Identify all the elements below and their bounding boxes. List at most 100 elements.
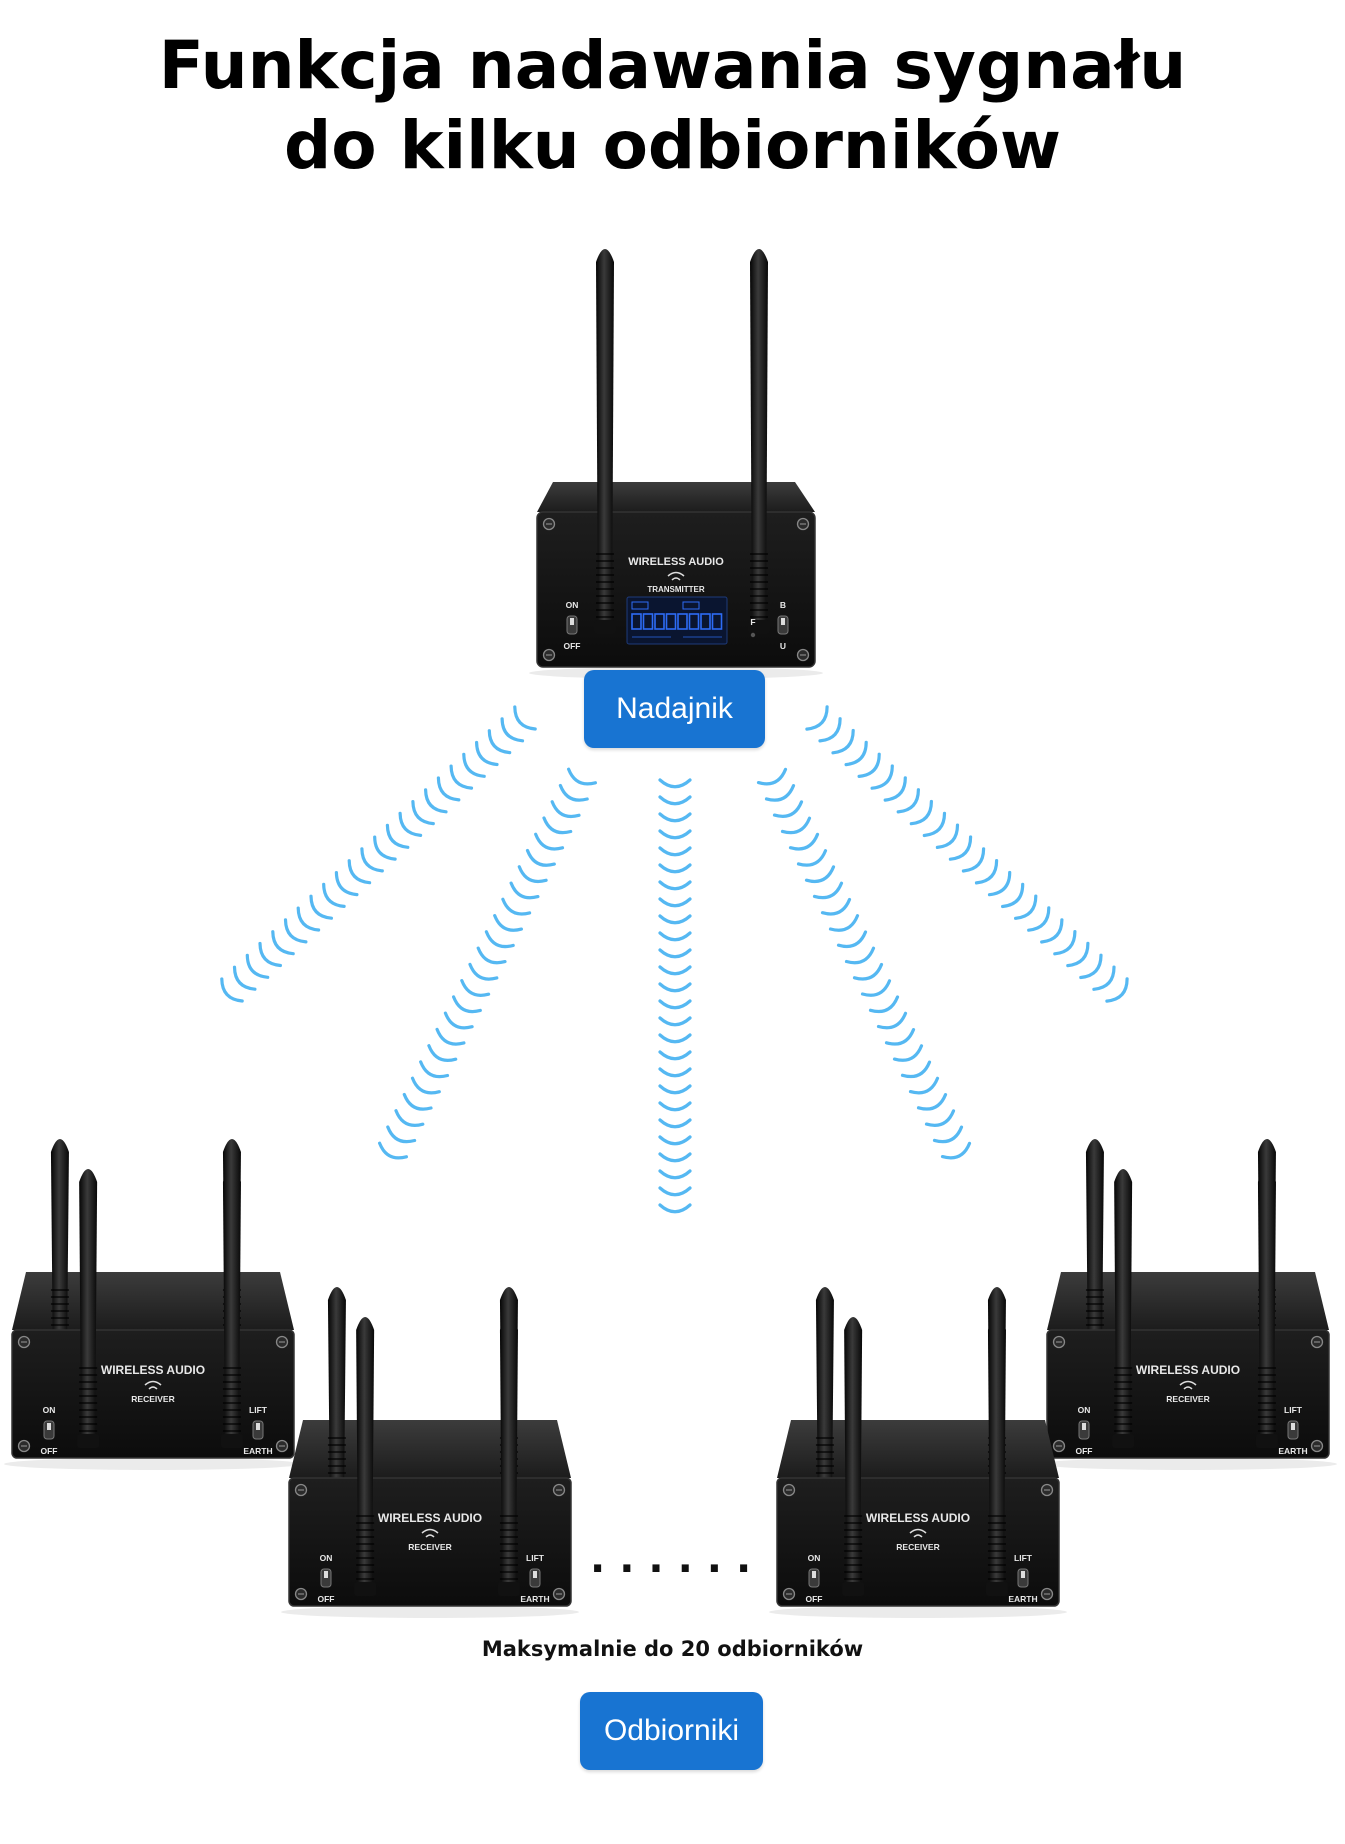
wave-arc xyxy=(1001,882,1025,909)
antenna-base xyxy=(1112,1434,1135,1448)
mode-toggle xyxy=(777,615,789,635)
title-line-1: Funkcja nadawania sygnału xyxy=(158,27,1187,104)
wave-arc xyxy=(322,882,346,908)
wave-arc xyxy=(513,705,537,731)
wave-arc xyxy=(1079,953,1103,980)
wave-to-receiver-1 xyxy=(220,705,537,1003)
wave-arc xyxy=(658,965,692,976)
wave-to-receiver-5 xyxy=(805,705,1129,1003)
wave-arc xyxy=(452,995,482,1014)
wave-arc xyxy=(296,906,321,932)
wave-arc xyxy=(658,829,692,840)
lcd-battery-right xyxy=(682,601,700,610)
wave-arc xyxy=(870,764,894,790)
wave-arc xyxy=(820,897,852,916)
wave-arc xyxy=(884,1028,916,1046)
wave-arc xyxy=(658,1016,692,1027)
transmitter-label: Nadajnik xyxy=(584,670,765,748)
wave-arc xyxy=(796,849,828,867)
antenna-rod xyxy=(1114,1169,1133,1438)
antenna-rod xyxy=(499,1317,518,1586)
wave-arc xyxy=(386,1125,417,1144)
title-line-2: do kilku odbiorników xyxy=(284,107,1061,184)
wave-arc xyxy=(460,979,491,997)
device-brand-text: WIRELESS AUDIO xyxy=(628,556,724,568)
lcd-digit xyxy=(700,613,711,630)
wave-arc xyxy=(658,931,692,942)
antenna-base xyxy=(77,1434,100,1448)
wave-arc xyxy=(658,897,692,908)
receivers-label: Odbiorniki xyxy=(580,1692,763,1770)
wave-arc xyxy=(1053,930,1077,956)
wave-arc xyxy=(1092,965,1116,991)
wave-arc xyxy=(487,729,512,755)
wave-arc xyxy=(828,914,860,932)
device-brand-text: WIRELESS AUDIO xyxy=(1136,1363,1240,1377)
antenna-rod xyxy=(1085,1139,1104,1360)
wave-arc xyxy=(378,1141,408,1160)
wave-arc xyxy=(347,859,372,885)
switch-on-label: ON xyxy=(43,1405,56,1415)
max-receivers-caption: Maksymalnie do 20 odbiorników xyxy=(481,1637,864,1661)
switch-earth-label: EARTH xyxy=(520,1594,549,1604)
wave-arc xyxy=(658,880,692,891)
wave-arc xyxy=(892,1044,924,1062)
wave-arc xyxy=(1014,894,1038,920)
switch-off-label: OFF xyxy=(318,1594,335,1604)
lcd-digit xyxy=(654,613,665,630)
wave-arc xyxy=(245,953,270,979)
wave-arc xyxy=(271,930,295,956)
switch-lift-label: LIFT xyxy=(1284,1405,1303,1415)
wave-arc xyxy=(658,999,692,1010)
front-right-antenna xyxy=(497,1317,520,1596)
toggle-lever xyxy=(324,1571,328,1578)
lcd-digit xyxy=(711,613,723,630)
wave-to-receiver-2 xyxy=(378,767,597,1160)
device-model-text: RECEIVER xyxy=(408,1542,451,1552)
wave-arc xyxy=(658,812,692,823)
wave-arc xyxy=(558,783,589,802)
wave-arc xyxy=(922,811,947,838)
wave-arc xyxy=(283,918,308,944)
wifi-icon-inner xyxy=(913,1534,923,1538)
front-left-antenna xyxy=(354,1317,377,1596)
wave-arc xyxy=(424,788,448,814)
wifi-icon xyxy=(667,571,685,577)
wifi-icon xyxy=(144,1380,162,1386)
switch-lift-label: LIFT xyxy=(526,1553,545,1563)
wave-arc xyxy=(517,865,548,884)
wave-arc xyxy=(764,784,796,802)
switch-off-label: OFF xyxy=(564,641,581,651)
wave-arc xyxy=(987,870,1012,897)
device-model-text: RECEIVER xyxy=(1166,1394,1209,1404)
page-title: Funkcja nadawania sygnału do kilku odbio… xyxy=(0,26,1345,186)
wave-arc xyxy=(658,863,692,874)
wave-arc xyxy=(542,816,573,835)
lcd-battery-left xyxy=(631,601,649,610)
wave-arc xyxy=(373,835,397,861)
switch-right-top-label: B xyxy=(780,600,786,610)
antenna-rod xyxy=(844,1317,863,1586)
toggle-lever xyxy=(812,1571,816,1578)
power-toggle xyxy=(566,615,578,635)
device-shadow xyxy=(281,1606,579,1618)
wave-arc xyxy=(658,1067,692,1078)
switch-off-label: OFF xyxy=(41,1446,58,1456)
antenna-rod xyxy=(79,1169,98,1438)
wave-arc xyxy=(220,977,244,1003)
wave-arc xyxy=(258,941,282,968)
wave-arc xyxy=(883,776,907,802)
antenna-rod xyxy=(222,1169,241,1438)
wave-arc xyxy=(831,728,855,755)
switch-lift-label: LIFT xyxy=(1014,1553,1033,1563)
wave-arc xyxy=(961,847,986,873)
wifi-icon-inner xyxy=(425,1534,435,1538)
wave-arc xyxy=(468,962,499,981)
lcd-digit xyxy=(665,613,677,630)
toggle-lever xyxy=(533,1571,537,1578)
antenna-base xyxy=(985,1582,1008,1596)
switch-earth-label: EARTH xyxy=(1278,1446,1307,1456)
device-shadow xyxy=(1039,1458,1337,1470)
